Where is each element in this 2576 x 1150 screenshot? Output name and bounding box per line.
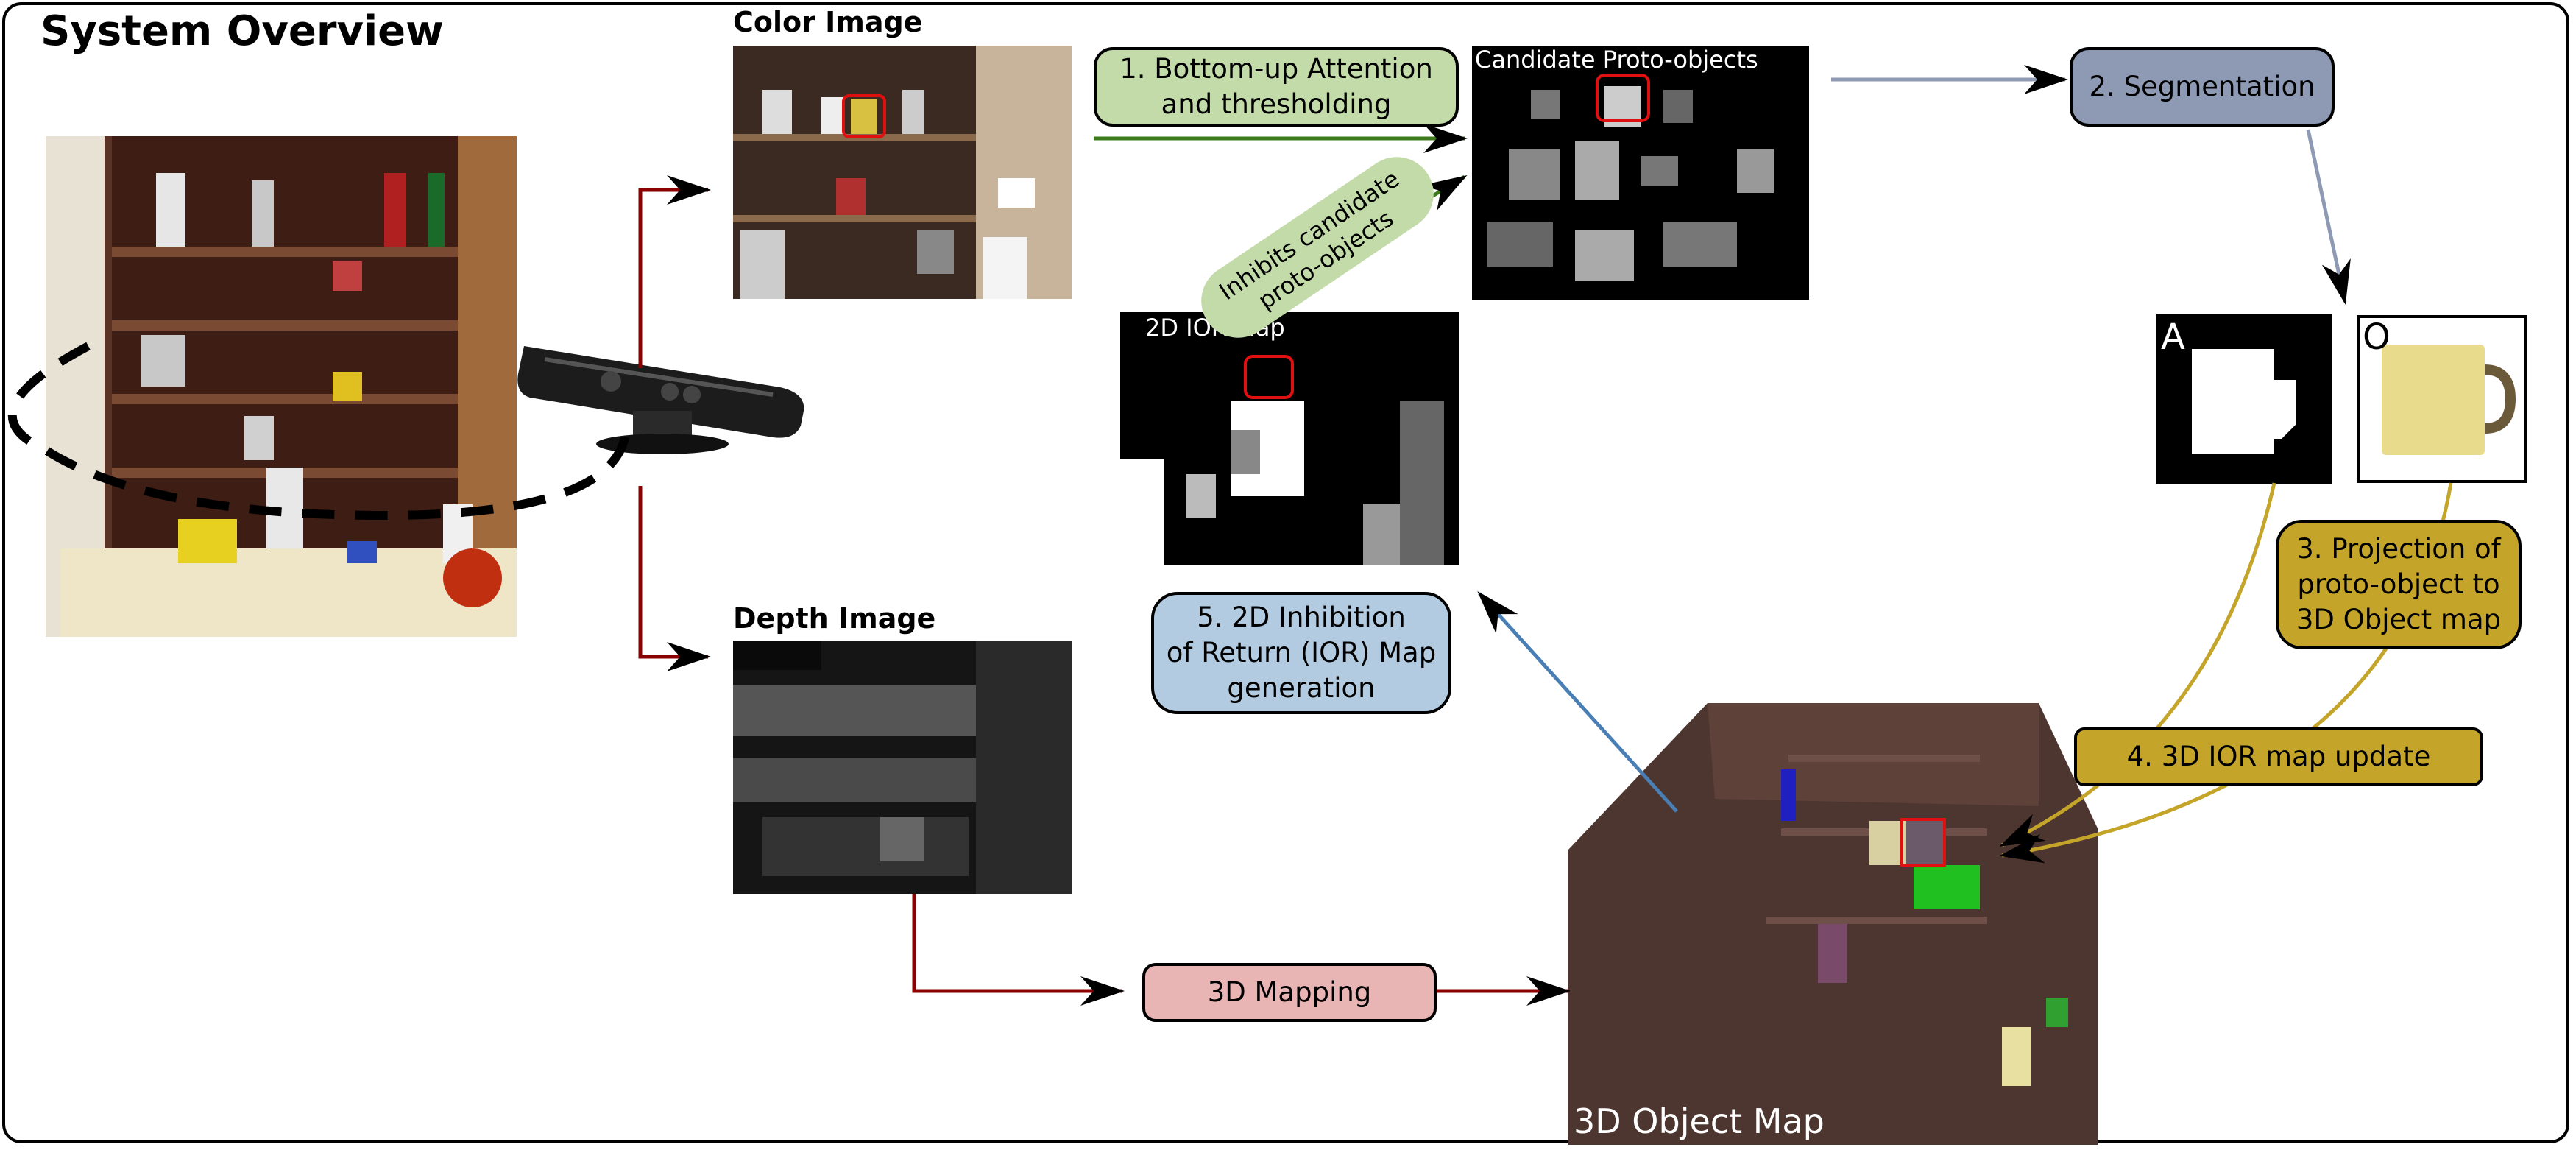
arrow-3d-map-to-ior (1477, 591, 1678, 813)
step-ior-update-box: 4. 3D IOR map update (2074, 727, 2483, 786)
segmented-object-image (2357, 315, 2527, 483)
arrow-segmentation-to-object (2306, 129, 2351, 305)
depth-image-label: Depth Image (733, 602, 936, 635)
depth-image (733, 641, 1072, 894)
color-image-label: Color Image (733, 6, 923, 38)
color-image (733, 46, 1072, 299)
arrow-kinect-to-depth (638, 486, 711, 671)
arrow-mask-to-3d-map (1999, 482, 2276, 847)
step-projection-box: 3. Projection of proto-object to 3D Obje… (2276, 520, 2522, 649)
object-map-3d-image (1568, 703, 2098, 1145)
figure-title: System Overview (40, 7, 444, 55)
ior-map-image (1120, 312, 1459, 565)
kinect-sensor (515, 330, 810, 455)
candidate-proto-objects-label: Candidate Proto-objects (1475, 46, 1758, 74)
step-attention-box: 1. Bottom-up Attention and thresholding (1094, 47, 1459, 127)
segmentation-mask-image (2156, 314, 2332, 484)
arrow-kinect-to-color (638, 175, 711, 368)
arrow-depth-to-mapping (912, 894, 1125, 1006)
step-mapping-box: 3D Mapping (1142, 963, 1437, 1022)
field-of-view-dashed-curve (7, 342, 630, 521)
object-letter: O (2363, 317, 2391, 358)
candidate-proto-objects-image (1472, 46, 1809, 300)
scene-photo (46, 136, 517, 637)
object-map-3d-label: 3D Object Map (1574, 1101, 1825, 1141)
mask-letter: A (2161, 317, 2185, 358)
step-segmentation-box: 2. Segmentation (2070, 47, 2335, 127)
step-ior-generation-box: 5. 2D Inhibition of Return (IOR) Map gen… (1151, 592, 1451, 714)
